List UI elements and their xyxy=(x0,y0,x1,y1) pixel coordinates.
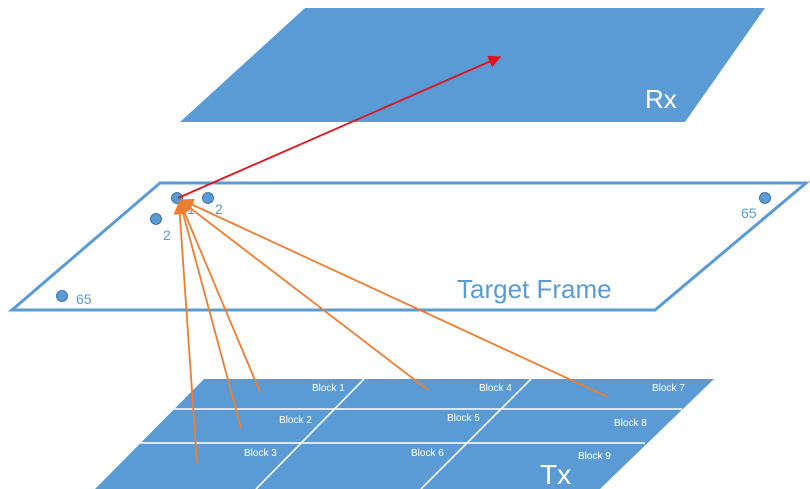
tx-block-6: Block 6 xyxy=(411,448,444,459)
rx-plane: Rx xyxy=(180,8,765,122)
tx-grid-col-line-1 xyxy=(255,378,365,489)
target-point-65-left-label: 65 xyxy=(76,291,92,307)
rx-plane-label: Rx xyxy=(645,84,677,114)
target-point-2-right xyxy=(202,192,214,204)
tx-block-9: Block 9 xyxy=(578,451,611,462)
rx-plane-shape xyxy=(180,8,765,122)
ray-block-4 xyxy=(179,200,429,391)
tx-block-8: Block 8 xyxy=(614,418,647,429)
target-point-65-right xyxy=(759,192,771,204)
tx-plane: Block 1 Block 2 Block 3 Block 4 Block 5 … xyxy=(95,378,714,489)
tx-block-4: Block 4 xyxy=(479,383,512,394)
target-frame-plane: Target Frame 1 2 2 65 65 xyxy=(7,181,810,312)
tx-rays xyxy=(173,199,609,464)
target-point-65-right-label: 65 xyxy=(741,205,757,221)
target-point-2-below-label: 2 xyxy=(163,227,171,243)
tx-block-1: Block 1 xyxy=(312,383,345,394)
tx-block-7: Block 7 xyxy=(652,383,685,394)
tx-plane-label: Tx xyxy=(540,459,571,489)
tx-block-3: Block 3 xyxy=(244,448,277,459)
tx-block-5: Block 5 xyxy=(447,413,480,424)
target-point-2-right-label: 2 xyxy=(215,201,223,217)
target-point-2-below xyxy=(150,213,162,225)
rx-ray xyxy=(177,55,502,199)
ray-block-7 xyxy=(180,199,609,398)
tx-grid-col-line-2 xyxy=(420,378,532,489)
target-point-65-left xyxy=(56,290,68,302)
ray-block-1 xyxy=(178,200,261,393)
tx-plane-shape xyxy=(95,379,714,489)
tx-block-2: Block 2 xyxy=(279,415,312,426)
target-frame-label: Target Frame xyxy=(457,274,612,304)
ray-block-3 xyxy=(173,201,198,464)
target-frame-shape xyxy=(7,181,810,312)
ray-block-2 xyxy=(176,200,242,429)
